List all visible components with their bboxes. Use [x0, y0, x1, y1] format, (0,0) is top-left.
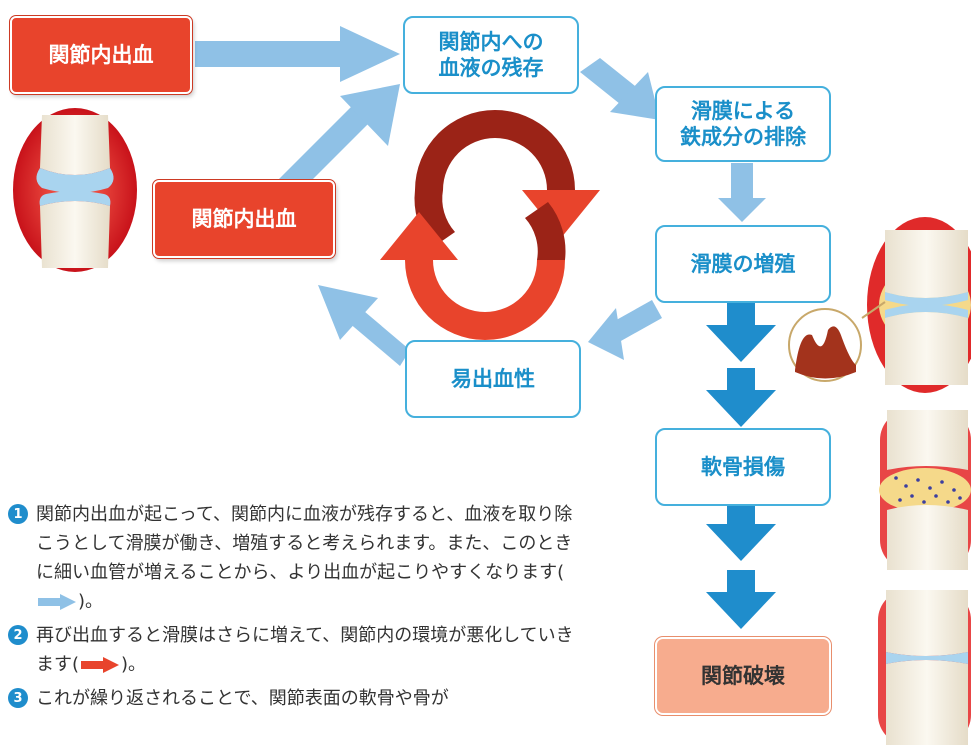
- note-1-suffix: )。: [78, 591, 104, 612]
- box-iron-removal: 滑膜による 鉄成分の排除: [655, 86, 831, 162]
- box-joint-destruction: 関節破壊: [655, 637, 831, 715]
- progress-arrow-1: [706, 300, 776, 362]
- progress-arrow-2: [706, 368, 776, 427]
- progress-arrow-3: [706, 502, 776, 561]
- flow-arrow-bleed-to-residual: [195, 26, 400, 82]
- box-residual-blood: 関節内への 血液の残存: [403, 16, 579, 94]
- note-2: 2 再び出血すると滑膜はさらに増えて、関節内の環境が悪化していきます()。: [8, 621, 588, 679]
- cycle-arrows-icon: [380, 110, 600, 340]
- flow-arrow-bleeding-tendency-to-bleed: [318, 285, 410, 366]
- progress-arrow-4: [706, 570, 776, 629]
- note-3: 3 これが繰り返されることで、関節表面の軟骨や骨が: [8, 684, 588, 713]
- number-2-icon: 2: [8, 625, 28, 645]
- synovium-closeup-icon: [788, 301, 886, 382]
- note-3-text: これが繰り返されることで、関節表面の軟骨や骨が: [36, 688, 449, 709]
- explanation-notes: 1 関節内出血が起こって、関節内に血液が残存すると、血液を取り除こうとして滑膜が…: [8, 500, 588, 718]
- flow-arrow-iron-to-growth: [718, 163, 766, 222]
- note-1: 1 関節内出血が起こって、関節内に血液が残存すると、血液を取り除こうとして滑膜が…: [8, 500, 588, 616]
- note-2-text: 再び出血すると滑膜はさらに増えて、関節内の環境が悪化していきます(: [36, 625, 574, 675]
- flow-arrow-residual-to-iron: [580, 58, 660, 120]
- red-arrow-icon: [81, 657, 120, 673]
- flow-arrow-bleed-to-residual-diagonal: [278, 84, 400, 196]
- box-joint-bleeding-middle: 関節内出血: [153, 180, 335, 258]
- box-synovial-growth: 滑膜の増殖: [655, 225, 831, 303]
- joint-destruction-illustration: [878, 590, 971, 745]
- number-3-icon: 3: [8, 688, 28, 708]
- joint-cartilage-damage-illustration: [879, 410, 971, 570]
- blue-arrow-icon: [38, 594, 76, 610]
- number-1-icon: 1: [8, 504, 28, 524]
- flow-arrow-growth-to-bleeding-tendency: [588, 300, 662, 360]
- joint-bleeding-illustration: [13, 108, 137, 272]
- box-cartilage-damage: 軟骨損傷: [655, 428, 831, 506]
- box-bleeding-tendency: 易出血性: [405, 340, 581, 418]
- box-joint-bleeding-top: 関節内出血: [10, 16, 192, 94]
- note-2-suffix: )。: [121, 654, 147, 675]
- joint-synovial-growth-illustration: [867, 217, 971, 393]
- note-1-text: 関節内出血が起こって、関節内に血液が残存すると、血液を取り除こうとして滑膜が働き…: [36, 504, 573, 583]
